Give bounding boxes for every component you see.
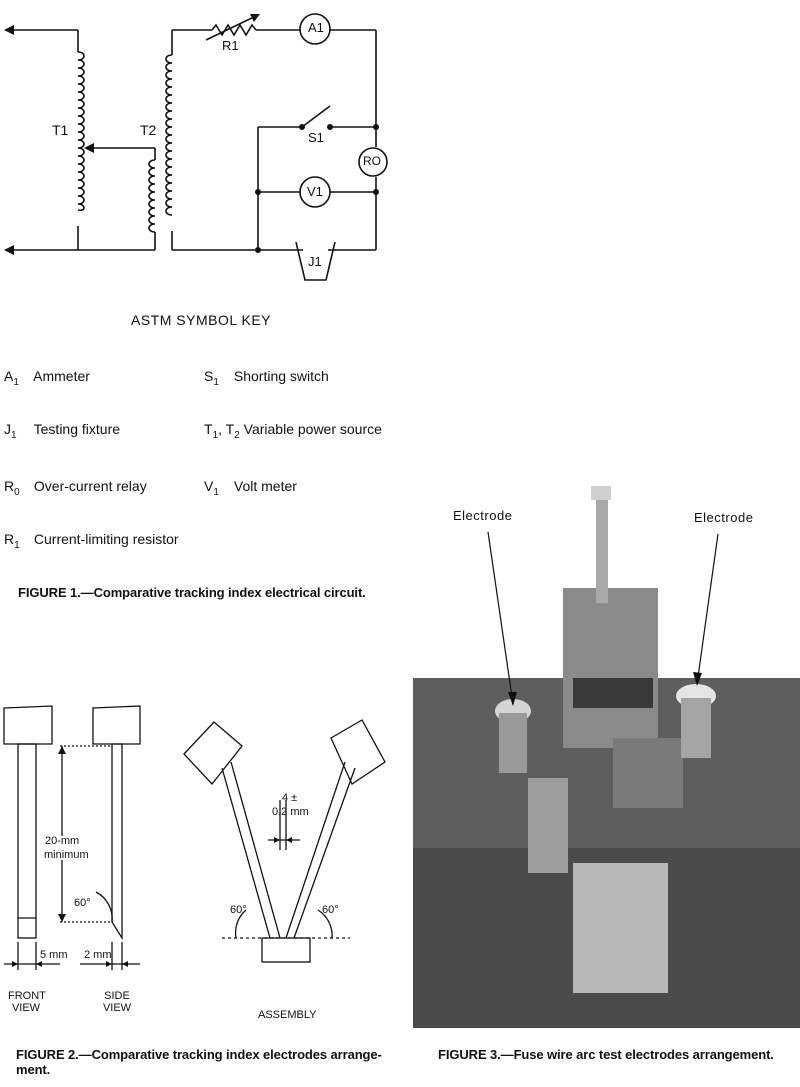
- side-view-label: SIDE VIEW: [102, 990, 132, 1014]
- figure-3-caption: FIGURE 3.—Fuse wire arc test electrodes …: [438, 1047, 774, 1062]
- key-item-shorting-switch: S1 Shorting switch: [204, 368, 329, 388]
- assembly-left-angle: 60°: [230, 904, 247, 916]
- side-width-label: 2 mm: [84, 949, 112, 961]
- dim-minimum-label: minimum: [44, 849, 89, 861]
- figure-2-caption: FIGURE 2.—Comparative tracking index ele…: [16, 1047, 382, 1077]
- key-item-current-limiting-resistor: R1 Current-limiting resistor: [4, 531, 179, 551]
- gap-top-label: 4 ±: [282, 792, 298, 804]
- front-view-holder: [3, 705, 53, 745]
- key-item-volt-meter: V1 Volt meter: [204, 478, 297, 498]
- key-item-testing-fixture: J1 Testing fixture: [4, 421, 121, 441]
- assembly-specimen: [261, 937, 311, 963]
- t1-label: T1: [52, 122, 69, 138]
- electrode-photo: [413, 468, 800, 1028]
- circuit-diagram: [4, 13, 388, 281]
- front-view-label: FRONT VIEW: [8, 990, 46, 1014]
- assembly-label: ASSEMBLY: [258, 1009, 317, 1021]
- gap-bottom-label: 0.2 mm: [272, 806, 309, 818]
- assembly-right-holder: [330, 719, 386, 785]
- v1-label: V1: [307, 184, 323, 199]
- t1-coil: [77, 51, 85, 212]
- front-width-label: 5 mm: [40, 949, 68, 961]
- assembly-right-angle: 60°: [322, 904, 339, 916]
- t2-primary-coil: [148, 159, 156, 233]
- key-item-variable-power-source: T1, T2 Variable power source: [204, 421, 382, 441]
- j1-fixture: [295, 241, 336, 281]
- assembly-left-holder: [183, 721, 243, 785]
- electrode-right-label: Electrode: [694, 510, 754, 525]
- electrode-diagram: [3, 705, 386, 970]
- a1-label: A1: [308, 20, 324, 35]
- s1-label: S1: [308, 130, 324, 145]
- ro-relay: [358, 147, 388, 177]
- t2-secondary-coil: [165, 54, 173, 216]
- figure-1-caption: FIGURE 1.—Comparative tracking index ele…: [18, 585, 366, 600]
- front-view-electrode: [17, 743, 37, 939]
- j1-label: J1: [308, 254, 322, 269]
- dim-20mm-label: 20-mm: [45, 835, 80, 847]
- ro-label: RO: [363, 154, 381, 168]
- key-item-over-current-relay: R0 Over-current relay: [4, 478, 147, 498]
- side-view-electrode: [111, 743, 123, 941]
- t2-label: T2: [140, 122, 157, 138]
- a1-ammeter: [299, 13, 331, 45]
- side-angle-label: 60°: [74, 897, 91, 909]
- electrode-left-label: Electrode: [453, 508, 513, 523]
- key-item-ammeter: A1 Ammeter: [4, 368, 90, 388]
- r1-resistor: [211, 23, 257, 37]
- symbol-key-title: ASTM SYMBOL KEY: [131, 312, 272, 328]
- side-view-holder: [92, 705, 141, 745]
- r1-label: R1: [222, 38, 239, 53]
